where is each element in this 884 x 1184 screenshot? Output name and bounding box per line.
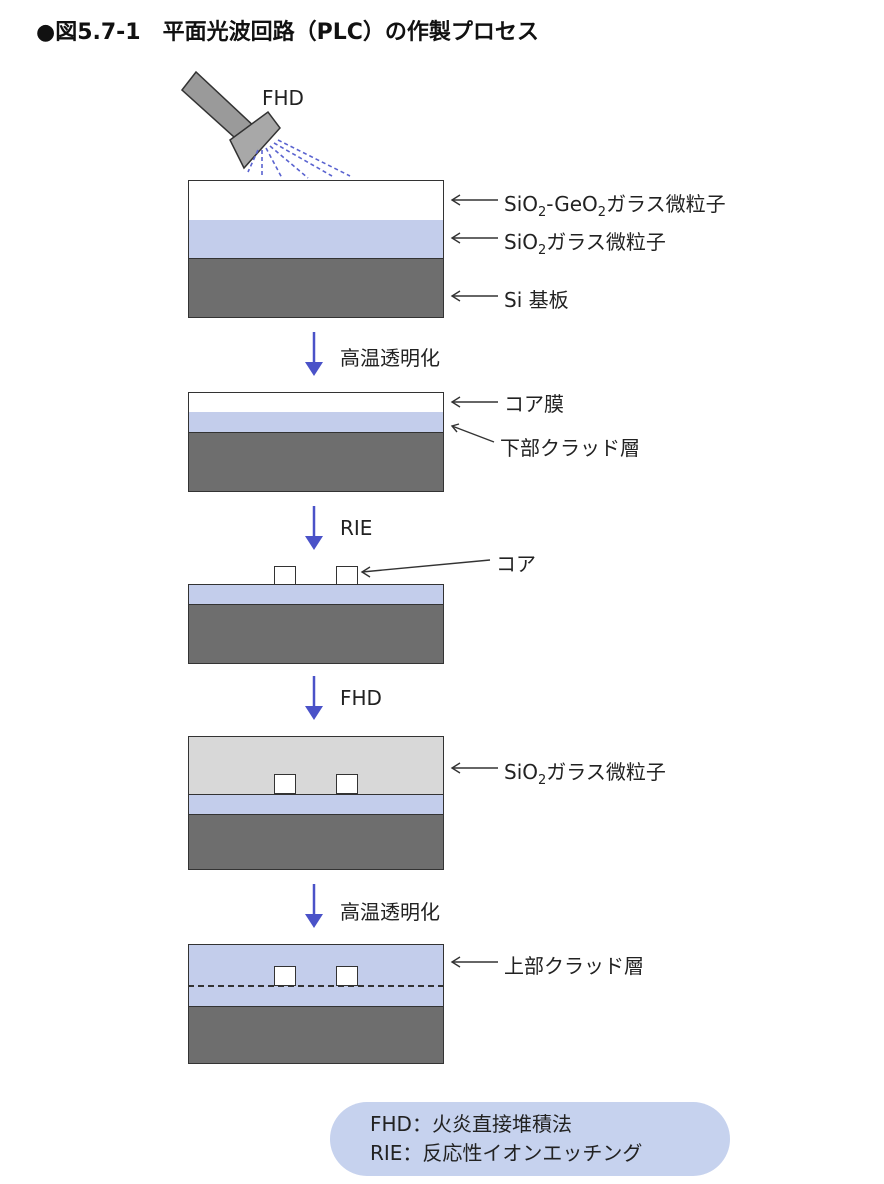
stage3-core-left [274, 566, 296, 586]
stage1-blue-layer [188, 220, 444, 260]
stage3-core-right [336, 566, 358, 586]
stage2-core-film-label: コア膜 [504, 392, 564, 416]
stage1-substrate [188, 258, 444, 318]
stage2-substrate [188, 432, 444, 492]
stage5-core-right [336, 966, 358, 986]
step3-label: FHD [340, 686, 382, 710]
stage5-substrate [188, 1006, 444, 1064]
stage4-core-right [336, 774, 358, 794]
stage5-boundary-dashed [188, 985, 444, 987]
step4-label: 高温透明化 [340, 900, 440, 924]
stage4-soot-layer [188, 736, 444, 796]
flame-spray [247, 139, 351, 179]
stage4-label: SiO2ガラス微粒子 [504, 760, 666, 788]
stage4-core-left [274, 774, 296, 794]
stage3-substrate [188, 604, 444, 664]
torch-label: FHD [262, 86, 304, 110]
stage3-core-label: コア [496, 552, 536, 576]
legend-fhd: FHD：火炎直接堆積法 [370, 1112, 572, 1136]
stage2-lower-cladding [188, 412, 444, 434]
step1-label: 高温透明化 [340, 346, 440, 370]
stage2-lower-cladding-label: 下部クラッド層 [500, 436, 640, 460]
step2-label: RIE [340, 516, 373, 540]
legend-rie: RIE：反応性イオンエッチング [370, 1141, 643, 1165]
stage2-core-film [188, 392, 444, 414]
stage5-core-left [274, 966, 296, 986]
stage4-lower-cladding [188, 794, 444, 816]
stage1-top-label: SiO2-GeO2ガラス微粒子 [504, 192, 726, 220]
stage1-mid-label: SiO2ガラス微粒子 [504, 230, 666, 258]
stage1-white-layer [188, 180, 444, 222]
stage4-substrate [188, 814, 444, 870]
stage5-upper-cladding-label: 上部クラッド層 [504, 954, 644, 978]
stage3-lower-cladding [188, 584, 444, 606]
stage1-bottom-label: Si 基板 [504, 288, 569, 312]
stage5-cladding [188, 944, 444, 1008]
legend-box: FHD：火炎直接堆積法 RIE：反応性イオンエッチング [330, 1102, 730, 1176]
figure-title: ●図5.7-1 平面光波回路（PLC）の作製プロセス [36, 20, 539, 45]
